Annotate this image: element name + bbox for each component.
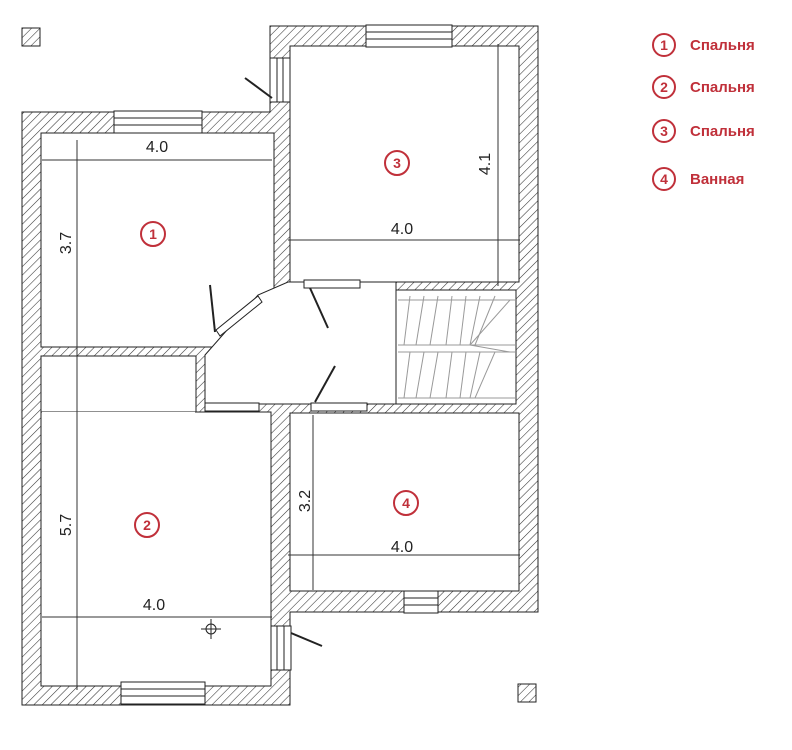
legend-number-2: 2: [652, 75, 676, 99]
window-room-3-top: [365, 24, 453, 48]
dim-room-3-length: 4.1: [477, 153, 494, 175]
dim-room-4-length: 3.2: [297, 490, 314, 512]
room-floor-areas: [40, 45, 520, 687]
legend-item-1: 1 Спальня: [652, 32, 755, 58]
legend-number-1: 1: [652, 33, 676, 57]
dim-room-4-width: 4.0: [391, 539, 413, 556]
corner-marker-bottom-right: [517, 683, 537, 703]
doors: [204, 77, 368, 647]
dimension-lines: [42, 44, 520, 690]
window-room-4-bottom: [403, 590, 439, 614]
room-marker-4: 4: [402, 495, 410, 511]
dim-room-2-width: 4.0: [143, 597, 165, 614]
corner-marker-top-left: [21, 27, 41, 47]
legend-number-3: 3: [652, 119, 676, 143]
legend-item-2: 2 Спальня: [652, 74, 755, 100]
ceiling-light-symbol: [201, 619, 221, 639]
dim-room-1-width: 4.0: [146, 139, 168, 156]
staircase: [398, 295, 515, 399]
legend-label-1: Спальня: [690, 36, 755, 54]
room-marker-1: 1: [149, 226, 157, 242]
legend-label-4: Ванная: [690, 170, 745, 188]
window-room-2-bottom: [120, 681, 206, 705]
legend-item-4: 4 Ванная: [652, 166, 744, 192]
legend-item-3: 3 Спальня: [652, 118, 755, 144]
dim-room-3-width: 4.0: [391, 221, 413, 238]
room-2-lower-floor: [40, 411, 272, 687]
room-markers: 1 2 3 4: [134, 150, 419, 538]
windows: [113, 24, 453, 705]
dim-room-1-length: 3.7: [58, 232, 75, 254]
window-room-2-right: [270, 625, 292, 671]
room-2-joint-cover: [42, 412, 195, 432]
stair-area: [395, 289, 517, 405]
legend-label-2: Спальня: [690, 78, 755, 96]
legend-label-3: Спальня: [690, 122, 755, 140]
dim-room-2-length: 5.7: [58, 514, 75, 536]
window-room-1-top: [113, 110, 203, 134]
room-marker-2: 2: [143, 517, 151, 533]
window-room-3-left: [269, 57, 291, 103]
room-marker-3: 3: [393, 155, 401, 171]
legend-number-4: 4: [652, 167, 676, 191]
